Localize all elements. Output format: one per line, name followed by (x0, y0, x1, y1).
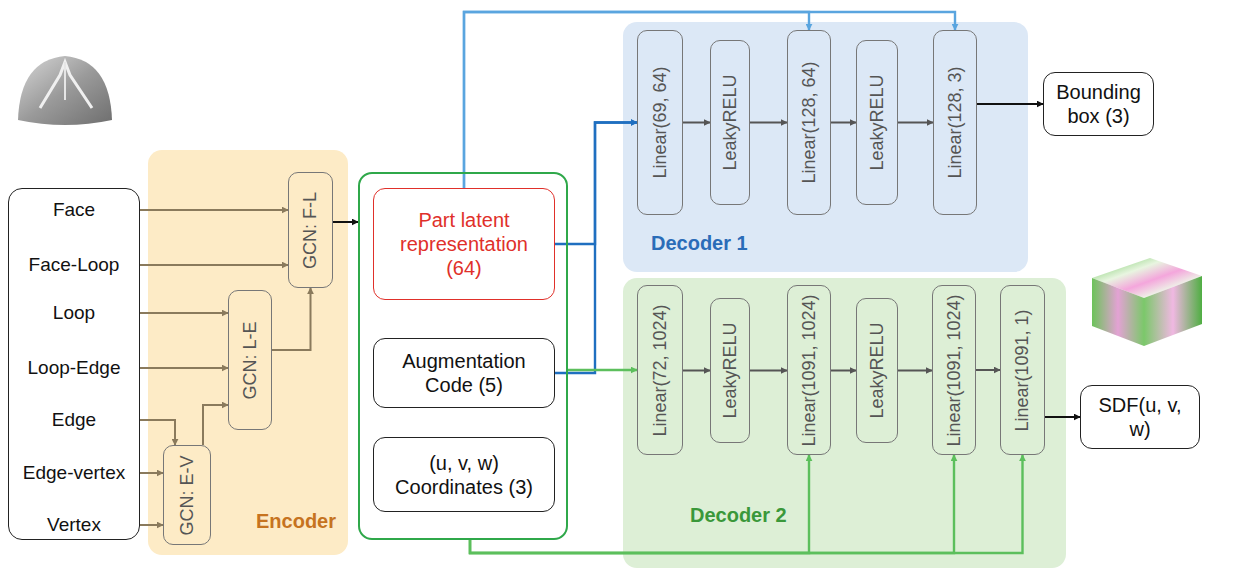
node-label: Linear(69, 64) (650, 66, 671, 178)
linear-layer: Linear(69, 64) (637, 30, 683, 215)
input-label: Edge (9, 408, 139, 432)
connector-arrow (272, 288, 311, 350)
node-label: Linear(1091, 1024) (799, 294, 820, 446)
connector-arrow (140, 209, 288, 211)
node-label: Linear(1091, 1024) (944, 294, 965, 446)
node-label: Bounding box (3) (1054, 80, 1143, 128)
band-label: Decoder 1 (651, 232, 748, 255)
connector-arrow (140, 420, 175, 445)
linear-layer: Linear(1091, 1) (1000, 285, 1045, 455)
node-label: (u, v, w) Coordinates (3) (384, 451, 544, 499)
latent-input-group: Part latent representation (64) Augmentat… (358, 172, 568, 540)
connector-arrow (683, 370, 710, 372)
band-label: Decoder 2 (690, 504, 787, 527)
connector-arrow (140, 524, 163, 526)
node-label: LeakyRELU (720, 74, 741, 170)
gcn-layer: GCN: L-E (228, 290, 272, 430)
augmentation-box: Augmentation Code (5) (373, 338, 555, 408)
output-box: Bounding box (3) (1043, 72, 1154, 136)
band-label: Encoder (256, 510, 336, 533)
node-label: Linear(128, 3) (945, 66, 966, 178)
input-label: Face-Loop (9, 253, 139, 277)
connector-arrow (898, 122, 933, 124)
activation-layer: LeakyRELU (856, 298, 898, 443)
dome-part-illustration (18, 56, 112, 125)
connector-arrow (140, 264, 288, 266)
decoder-band: Decoder 2 Linear(72, 1024) LeakyRELU Linear… (623, 278, 1066, 568)
activation-layer: LeakyRELU (710, 40, 750, 205)
connector-arrow (750, 370, 787, 372)
connector-arrow (333, 221, 358, 223)
input-label: Vertex (9, 513, 139, 537)
input-label: Loop (9, 301, 139, 325)
input-label: Loop-Edge (9, 356, 139, 380)
connector-arrow (140, 472, 163, 474)
node-label: LeakyRELU (720, 322, 741, 418)
linear-layer: Linear(128, 3) (933, 30, 977, 215)
node-label: SDF(u, v, w) (1091, 393, 1189, 441)
linear-layer: Linear(128, 64) (787, 30, 831, 215)
connector-arrow (1045, 416, 1080, 418)
gcn-layer: GCN: E-V (163, 445, 211, 545)
coordinates-box: (u, v, w) Coordinates (3) (373, 437, 555, 512)
connector-arrow (831, 122, 856, 124)
connector-arrow (203, 405, 228, 445)
band-fill (623, 22, 1028, 272)
decoder-band: Decoder 1 Linear(69, 64) LeakyRELU Linear(1… (623, 22, 1028, 272)
connector-arrow (140, 367, 228, 369)
linear-layer: Linear(72, 1024) (637, 285, 683, 455)
node-label: Linear(72, 1024) (650, 304, 671, 436)
connector-arrow (831, 370, 856, 372)
connector-arrow (568, 369, 637, 371)
output-box: SDF(u, v, w) (1080, 385, 1200, 449)
linear-layer: Linear(1091, 1024) (932, 285, 976, 455)
node-label: LeakyRELU (867, 74, 888, 170)
band-fill (623, 278, 1066, 568)
node-label: GCN: L-E (240, 321, 261, 399)
linear-layer: Linear(1091, 1024) (787, 285, 831, 455)
gcn-layer: GCN: F-L (288, 172, 333, 288)
connector-arrow (898, 370, 932, 372)
input-label: Face (9, 198, 139, 222)
activation-layer: LeakyRELU (856, 40, 898, 205)
node-label: GCN: F-L (300, 191, 321, 268)
node-label: Linear(128, 64) (799, 61, 820, 183)
node-label: Part latent representation (64) (384, 208, 544, 280)
connector-arrow (140, 312, 228, 314)
encoder-band: Encoder GCN: E-V GCN: L-E GCN: F-L (148, 150, 348, 555)
connector-arrow (976, 369, 1000, 371)
latent-box: Part latent representation (64) (373, 188, 555, 300)
connector-arrow (750, 122, 787, 124)
node-label: LeakyRELU (867, 322, 888, 418)
input-list-box: FaceFace-LoopLoopLoop-EdgeEdgeEdge-verte… (8, 188, 140, 540)
connector-arrow (683, 122, 710, 124)
node-label: Augmentation Code (5) (384, 349, 544, 397)
input-label: Edge-vertex (9, 461, 139, 485)
activation-layer: LeakyRELU (710, 298, 750, 443)
connector-arrow (977, 103, 1043, 105)
sdf-cube-illustration (1092, 258, 1202, 346)
node-label: GCN: E-V (177, 455, 198, 535)
node-label: Linear(1091, 1) (1012, 309, 1033, 431)
